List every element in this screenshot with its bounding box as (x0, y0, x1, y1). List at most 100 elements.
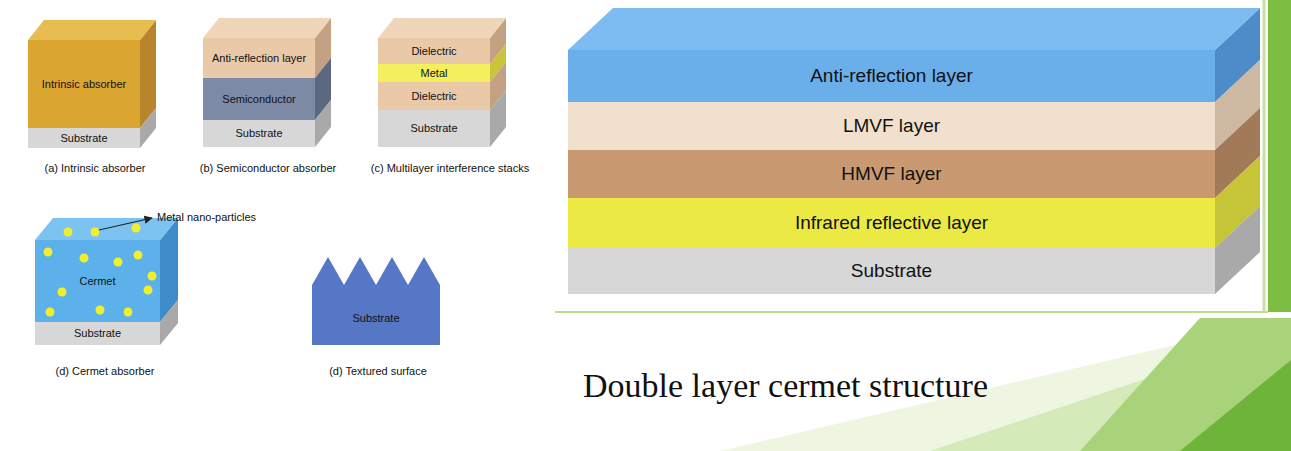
layer-block (203, 58, 331, 120)
layer-label: Intrinsic absorber (42, 78, 126, 90)
nano-particle (80, 254, 89, 263)
nano-particle (114, 258, 123, 267)
layer-block (35, 218, 178, 322)
layer-block (203, 100, 331, 147)
layer-block (568, 206, 1260, 294)
layer-block (378, 18, 506, 64)
figure-caption: Double layer cermet structure (583, 366, 988, 405)
front-face (378, 64, 490, 82)
figure-caption: (d) Textured surface (329, 365, 427, 378)
layer-label: Substrate (74, 327, 121, 339)
front-face (378, 82, 490, 110)
figure-caption: (a) Intrinsic absorber (45, 162, 146, 175)
nano-particle (148, 272, 157, 281)
layer-label: Dielectric (411, 45, 456, 57)
textured-surface (312, 257, 440, 345)
side-face (315, 100, 331, 147)
layer-block (378, 44, 506, 82)
side-face (140, 108, 156, 148)
front-face (568, 150, 1215, 198)
figure-caption: (b) Semiconductor absorber (200, 162, 336, 175)
nano-particle (46, 308, 55, 317)
layer-block (203, 18, 331, 78)
layer-box: Dielectric (378, 82, 490, 110)
layer-label: Infrared reflective layer (795, 213, 988, 234)
layer-box: Substrate (28, 128, 140, 148)
layer-box: Metal (378, 64, 490, 82)
side-face (160, 300, 178, 345)
side-face (1215, 206, 1260, 294)
front-face (378, 38, 490, 64)
front-face (568, 248, 1215, 294)
front-face (203, 78, 315, 120)
layer-box: Infrared reflective layer (568, 198, 1215, 248)
layer-box: LMVF layer (568, 102, 1215, 150)
front-face (378, 110, 490, 147)
nano-particle (96, 306, 105, 315)
front-face (35, 240, 160, 322)
layer-label: Semiconductor (222, 93, 295, 105)
callout-label: Metal nano-particles (157, 211, 256, 224)
layer-label: LMVF layer (843, 116, 940, 137)
side-face (490, 90, 506, 147)
layer-box: HMVF layer (568, 150, 1215, 198)
layer-label: Substrate (410, 122, 457, 134)
nano-particle (44, 248, 53, 257)
layer-label: Anti-reflection layer (212, 52, 306, 64)
layer-box: Cermet (35, 240, 160, 322)
layer-label: Substrate (235, 127, 282, 139)
layer-block (378, 90, 506, 147)
layer-label: Substrate (851, 261, 932, 282)
nano-particle (58, 288, 67, 297)
front-face (203, 120, 315, 147)
layer-box: Substrate (35, 322, 160, 345)
figure-caption: (c) Multilayer interference stacks (371, 162, 529, 175)
nano-particle (132, 224, 141, 233)
layer-label: Dielectric (411, 90, 456, 102)
nano-particle (144, 286, 153, 295)
front-face (35, 322, 160, 345)
front-face (203, 38, 315, 78)
layer-label: Anti-reflection layer (810, 66, 973, 87)
layer-block (568, 8, 1260, 102)
front-face (28, 128, 140, 148)
nano-particle (124, 308, 133, 317)
layer-box: Substrate (203, 120, 315, 147)
leader-line (99, 218, 152, 230)
top-face (28, 20, 156, 40)
layer-block (568, 60, 1260, 150)
layer-box: Substrate (312, 292, 440, 345)
layer-block (35, 300, 178, 345)
layer-block (28, 20, 156, 128)
green-shape (1180, 360, 1291, 451)
nano-particle (91, 228, 100, 237)
layer-box: Dielectric (378, 38, 490, 64)
layer-block (312, 257, 440, 345)
top-face (35, 218, 178, 240)
layer-label: Metal (421, 67, 448, 79)
layer-block (378, 62, 506, 110)
front-face (568, 50, 1215, 102)
layer-box: Semiconductor (203, 78, 315, 120)
nano-particle (64, 228, 73, 237)
figure-caption: (d) Cermet absorber (55, 365, 154, 378)
layer-box: Substrate (568, 248, 1215, 294)
nano-particle (134, 251, 143, 260)
green-bar (1268, 0, 1291, 312)
top-face (568, 8, 1260, 50)
front-face (28, 40, 140, 128)
layer-block (28, 108, 156, 148)
top-face (378, 18, 506, 38)
layer-label: Substrate (60, 132, 107, 144)
layer-box: Substrate (378, 110, 490, 147)
layer-label: Cermet (79, 275, 115, 287)
slide-decoration (555, 0, 1291, 451)
layer-block (568, 108, 1260, 198)
frame-line (1263, 0, 1266, 312)
layer-label: HMVF layer (841, 164, 941, 185)
front-face (568, 102, 1215, 150)
layer-box: Anti-reflection layer (568, 50, 1215, 102)
front-face (568, 198, 1215, 248)
layer-block (568, 156, 1260, 248)
green-shape (1080, 318, 1291, 451)
